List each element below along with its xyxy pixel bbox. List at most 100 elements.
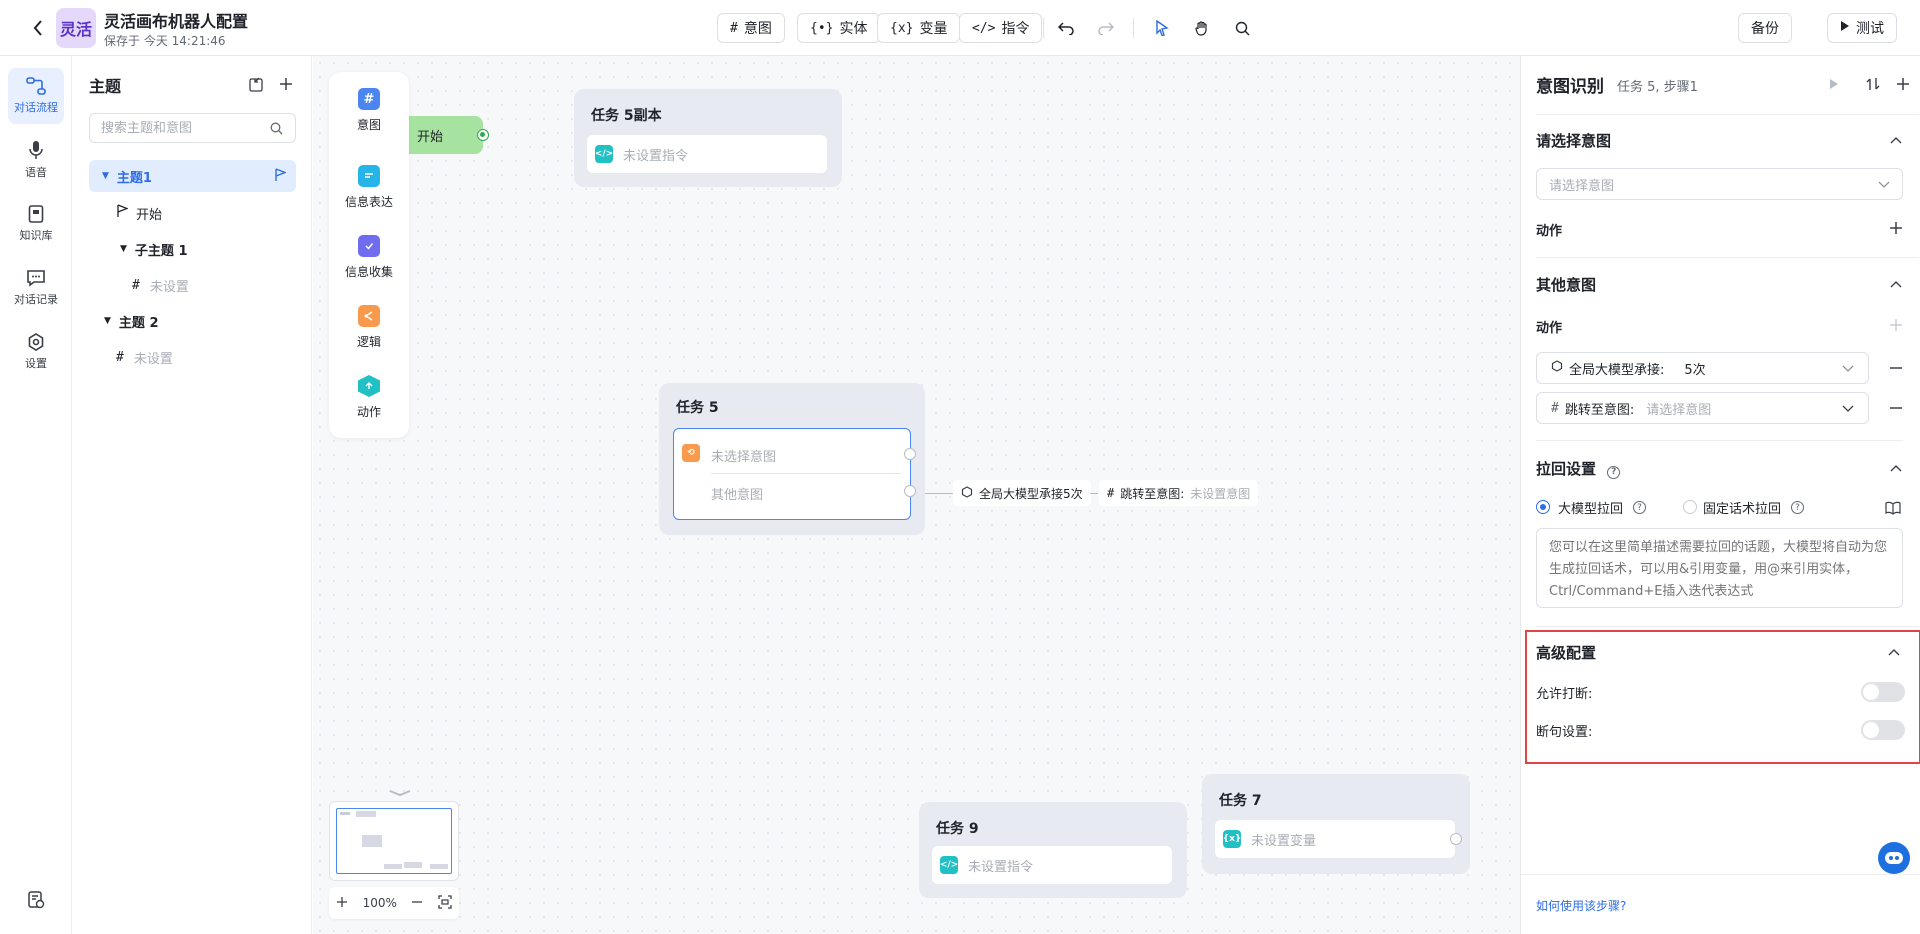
rail-item-bottom-settings[interactable] — [8, 872, 64, 928]
test-button[interactable]: 测试 — [1827, 13, 1897, 43]
task-command-row[interactable]: </> 未设置指令 — [932, 846, 1172, 884]
help-icon[interactable]: ? — [1607, 465, 1621, 479]
start-node[interactable]: 开始 — [407, 116, 483, 154]
rail-item-settings[interactable]: 设置 — [8, 324, 64, 380]
help-icon[interactable]: ? — [1791, 501, 1805, 514]
add-topic-icon[interactable] — [276, 74, 296, 94]
radio-fixed-pullback[interactable] — [1683, 500, 1697, 514]
sentence-setting-toggle[interactable] — [1861, 720, 1905, 740]
tree-item-topic1[interactable]: ▼ 主题1 — [89, 160, 296, 192]
flow-canvas[interactable]: 开始 # 意图 信息表达 信息收集 逻辑 — [313, 56, 1520, 934]
minimap-node — [404, 862, 422, 868]
connector-port[interactable] — [1450, 833, 1462, 845]
test-label: 测试 — [1856, 21, 1884, 37]
tree-item-unset-intent[interactable]: # 未设置 — [132, 269, 189, 301]
rail-item-knowledge[interactable]: 知识库 — [8, 196, 64, 252]
sort-icon[interactable] — [1863, 74, 1883, 94]
panel-title: 意图识别 — [1536, 77, 1604, 97]
divider — [711, 473, 901, 474]
palette-item-intent[interactable]: # 意图 — [329, 88, 409, 133]
backup-button[interactable]: 备份 — [1738, 13, 1792, 43]
connector-port[interactable] — [477, 129, 489, 141]
book-icon[interactable] — [1883, 498, 1903, 518]
rail-item-chat-records[interactable]: 对话记录 — [8, 260, 64, 316]
minimap-node — [384, 864, 402, 869]
palette-item-collect[interactable]: 信息收集 — [329, 235, 409, 280]
help-icon[interactable]: ? — [1633, 501, 1647, 514]
variable-tool-button[interactable]: {x} 变量 — [877, 13, 961, 43]
flag-icon — [116, 204, 129, 222]
tree-label: 主题1 — [116, 170, 152, 186]
radio-label-text: 固定话术拉回 — [1703, 502, 1782, 517]
redo-icon[interactable] — [1093, 15, 1119, 41]
allow-interrupt-toggle[interactable] — [1861, 682, 1905, 702]
minimap[interactable] — [329, 801, 459, 881]
command-tool-button[interactable]: </> 指令 — [959, 13, 1043, 43]
add-action-icon[interactable] — [1886, 218, 1906, 238]
fit-view-icon[interactable] — [438, 894, 452, 912]
divider — [1133, 18, 1134, 38]
intent-tool-button[interactable]: # 意图 — [717, 13, 785, 43]
connector-port[interactable] — [904, 485, 916, 497]
pointer-icon[interactable] — [1149, 15, 1175, 41]
rail-item-dialog-flow[interactable]: 对话流程 — [8, 68, 64, 124]
knowledge-book-icon — [28, 205, 44, 223]
import-icon[interactable] — [246, 74, 266, 94]
task-node-task9[interactable]: 任务 9 </> 未设置指令 — [919, 802, 1187, 898]
remove-action-icon[interactable] — [1886, 358, 1906, 378]
action-value: 5次 — [1684, 362, 1706, 378]
rail-item-voice[interactable]: 语音 — [8, 132, 64, 188]
palette-label: 信息收集 — [344, 265, 393, 279]
minimap-collapse-icon[interactable] — [389, 787, 411, 800]
zoom-out-icon[interactable] — [411, 896, 423, 911]
step-config-panel: 意图识别 任务 5, 步骤1 请选择意图 请选择意图 动作 其他意图 动作 全局… — [1520, 56, 1920, 934]
section-title-pullback: 拉回设置 ? — [1536, 458, 1621, 479]
undo-icon[interactable] — [1053, 15, 1079, 41]
chevron-up-icon[interactable] — [1886, 274, 1906, 294]
task-node-task7[interactable]: 任务 7 {x} 未设置变量 — [1202, 774, 1470, 874]
pullback-description-input[interactable] — [1536, 528, 1903, 608]
jump-to-intent-chip[interactable]: # 跳转至意图: 未设置意图 — [1099, 480, 1259, 506]
chat-bubble-icon — [26, 269, 46, 287]
action-jump-to-intent[interactable]: # 跳转至意图: 请选择意图 — [1536, 392, 1869, 424]
radio-llm-pullback[interactable] — [1536, 500, 1550, 514]
chevron-up-icon[interactable] — [1884, 642, 1904, 662]
topic-search-input[interactable] — [89, 113, 296, 143]
intent-select[interactable]: 请选择意图 — [1536, 168, 1903, 200]
chevron-up-icon[interactable] — [1886, 130, 1906, 150]
play-icon[interactable] — [1824, 74, 1844, 94]
variable-icon: {x} — [1223, 830, 1241, 848]
hand-icon[interactable] — [1189, 15, 1215, 41]
tree-label: 未设置 — [149, 279, 189, 295]
search-icon[interactable] — [1229, 15, 1255, 41]
tree-item-topic2[interactable]: ▼ 主题 2 — [104, 305, 159, 337]
assistant-bot-icon[interactable] — [1878, 842, 1910, 874]
task-node-task5[interactable]: 任务 5 ⟲ 未选择意图 其他意图 — [659, 383, 925, 535]
chevron-up-icon[interactable] — [1886, 458, 1906, 478]
add-action-icon[interactable] — [1886, 315, 1906, 335]
zoom-level: 100% — [362, 896, 397, 910]
tree-item-subtopic1[interactable]: ▼ 子主题 1 — [120, 233, 188, 265]
intent-step-card[interactable]: ⟲ 未选择意图 其他意图 — [673, 428, 911, 520]
tree-item-unset-intent[interactable]: # 未设置 — [116, 341, 173, 373]
llm-takeover-chip[interactable]: 全局大模型承接5次 — [953, 480, 1091, 506]
back-arrow-icon[interactable] — [26, 16, 50, 40]
entity-tool-button[interactable]: {•} 实体 — [797, 13, 881, 43]
remove-action-icon[interactable] — [1886, 398, 1906, 418]
radio-fixed-label: 固定话术拉回 ? — [1703, 498, 1805, 517]
minimap-viewport[interactable] — [336, 808, 452, 874]
app-title: 灵活画布机器人配置 — [104, 12, 249, 31]
zoom-in-icon[interactable] — [336, 896, 348, 911]
tree-item-start[interactable]: 开始 — [116, 197, 162, 229]
task-command-row[interactable]: </> 未设置指令 — [587, 135, 827, 173]
task-row-label: 未设置变量 — [1251, 833, 1317, 849]
add-icon[interactable] — [1893, 74, 1913, 94]
task-variable-row[interactable]: {x} 未设置变量 — [1215, 820, 1455, 858]
palette-item-message[interactable]: 信息表达 — [329, 165, 409, 210]
task-node-task5-copy[interactable]: 任务 5副本 </> 未设置指令 — [574, 89, 842, 187]
palette-item-logic[interactable]: 逻辑 — [329, 305, 409, 350]
action-llm-takeover[interactable]: 全局大模型承接: 5次 — [1536, 352, 1869, 384]
connector-port[interactable] — [904, 448, 916, 460]
help-link[interactable]: 如何使用该步骤? — [1536, 899, 1627, 913]
palette-item-action[interactable]: 动作 — [329, 375, 409, 420]
